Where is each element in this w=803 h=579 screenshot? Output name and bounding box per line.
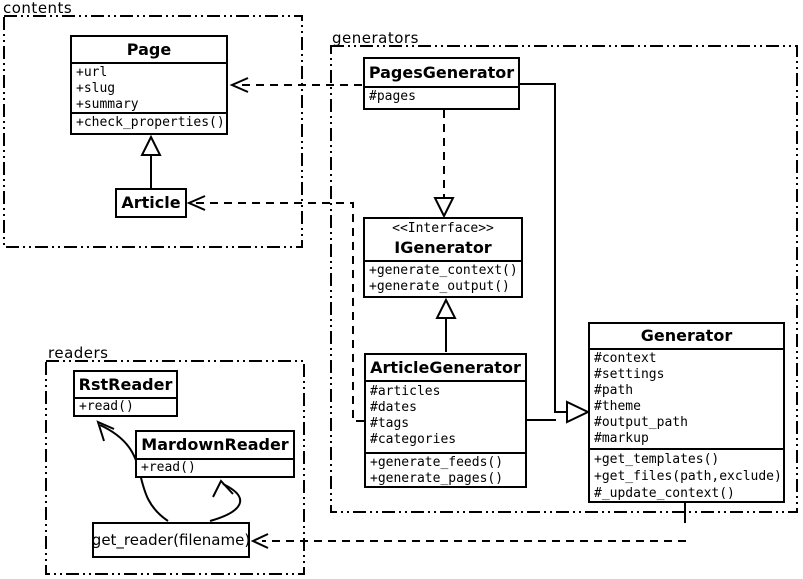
class-attribute: +summary [76,97,139,112]
class-box-generator: Generator #context #settings #path #them… [588,322,785,503]
dependency-articlegenerator-to-article [186,195,364,422]
generalization-article-to-page [140,134,162,188]
hollow-triangle-icon [433,197,455,219]
hollow-triangle-icon [435,297,457,319]
class-box-page: Page +url +slug +summary +check_properti… [70,35,228,135]
class-method: +generate_pages() [370,471,504,486]
open-arrowhead-icon [96,420,115,442]
class-box-rstreader: RstReader +read() [73,370,178,417]
package-label-readers: readers [48,344,109,362]
hollow-triangle-icon [566,400,591,424]
attributes-compartment: #context #settings #path #theme #output_… [590,348,783,448]
class-box-mardownreader: MardownReader +read() [135,430,295,478]
class-attribute: +slug [76,81,116,96]
class-attribute: #markup [594,431,649,446]
dependency-generator-to-getreader [250,502,686,549]
title-compartment: <<Interface>> IGenerator [365,219,521,260]
attributes-compartment: #pages [365,86,518,108]
class-attribute: #pages [369,89,416,104]
class-method: +generate_output() [369,279,510,294]
attributes-compartment: #articles #dates #tags #categories [366,380,525,452]
package-label-contents: contents [3,0,73,17]
class-attribute: #dates [370,400,417,415]
class-title: Article [121,193,181,212]
class-method: +generate_context() [369,263,518,278]
class-method: +read() [141,460,196,475]
function-label: get_reader(filename) [91,531,251,549]
class-box-article: Article [115,188,187,218]
class-title: RstReader [78,375,173,394]
class-attribute: +url [76,65,108,80]
methods-compartment: +read() [137,458,293,476]
hollow-triangle-icon [140,134,162,156]
methods-compartment: +check_properties() [72,112,226,133]
methods-compartment: +read() [75,397,176,415]
open-arrowhead-icon [229,77,249,93]
class-method: +check_properties() [76,115,225,130]
open-arrowhead-icon [212,479,234,498]
class-attribute: #settings [594,367,665,382]
generalization-articlegenerator-to-igenerator [435,297,457,352]
class-attribute: #articles [370,384,441,399]
class-box-articlegenerator: ArticleGenerator #articles #dates #tags … [364,353,527,488]
open-arrowhead-icon [250,533,269,549]
class-method: +read() [79,399,134,414]
methods-compartment: +generate_feeds() +generate_pages() [366,452,525,486]
package-border-contents [3,15,303,248]
open-arrowhead-icon [186,195,206,211]
package-label-generators: generators [332,29,419,47]
call-getreader-to-mardownreader [209,479,242,522]
class-method: +get_templates() [594,452,720,467]
class-method: +generate_feeds() [370,455,504,470]
class-title: IGenerator [394,238,492,257]
class-method: #_update_context() [594,486,735,501]
class-box-igenerator: <<Interface>> IGenerator +generate_conte… [363,217,523,298]
class-attribute: #theme [594,399,641,414]
class-title: MardownReader [141,435,289,454]
class-title: PagesGenerator [368,63,515,82]
class-method: +get_files(path,exclude) [594,469,782,484]
class-attribute: #categories [370,432,457,447]
methods-compartment: +get_templates() +get_files(path,exclude… [590,448,783,501]
realization-pagesgenerator-to-igenerator [433,110,455,219]
generalization-generators-to-generator [520,83,591,424]
class-title: Page [126,40,172,59]
dependency-pagesgenerator-to-page [229,77,362,93]
package-border-generators [330,45,798,513]
class-box-pagesgenerator: PagesGenerator #pages [363,57,520,110]
class-title: Generator [640,326,733,345]
attributes-compartment: +url +slug +summary [72,62,226,112]
class-attribute: #path [594,383,634,398]
class-attribute: #context [594,351,657,366]
methods-compartment: +generate_context() +generate_output() [365,260,521,296]
class-stereotype: <<Interface>> [392,221,494,236]
function-box-getreader: get_reader(filename) [92,522,250,558]
package-border-readers [45,360,305,575]
class-title: ArticleGenerator [370,358,521,377]
class-attribute: #output_path [594,415,688,430]
class-attribute: #tags [370,416,410,431]
